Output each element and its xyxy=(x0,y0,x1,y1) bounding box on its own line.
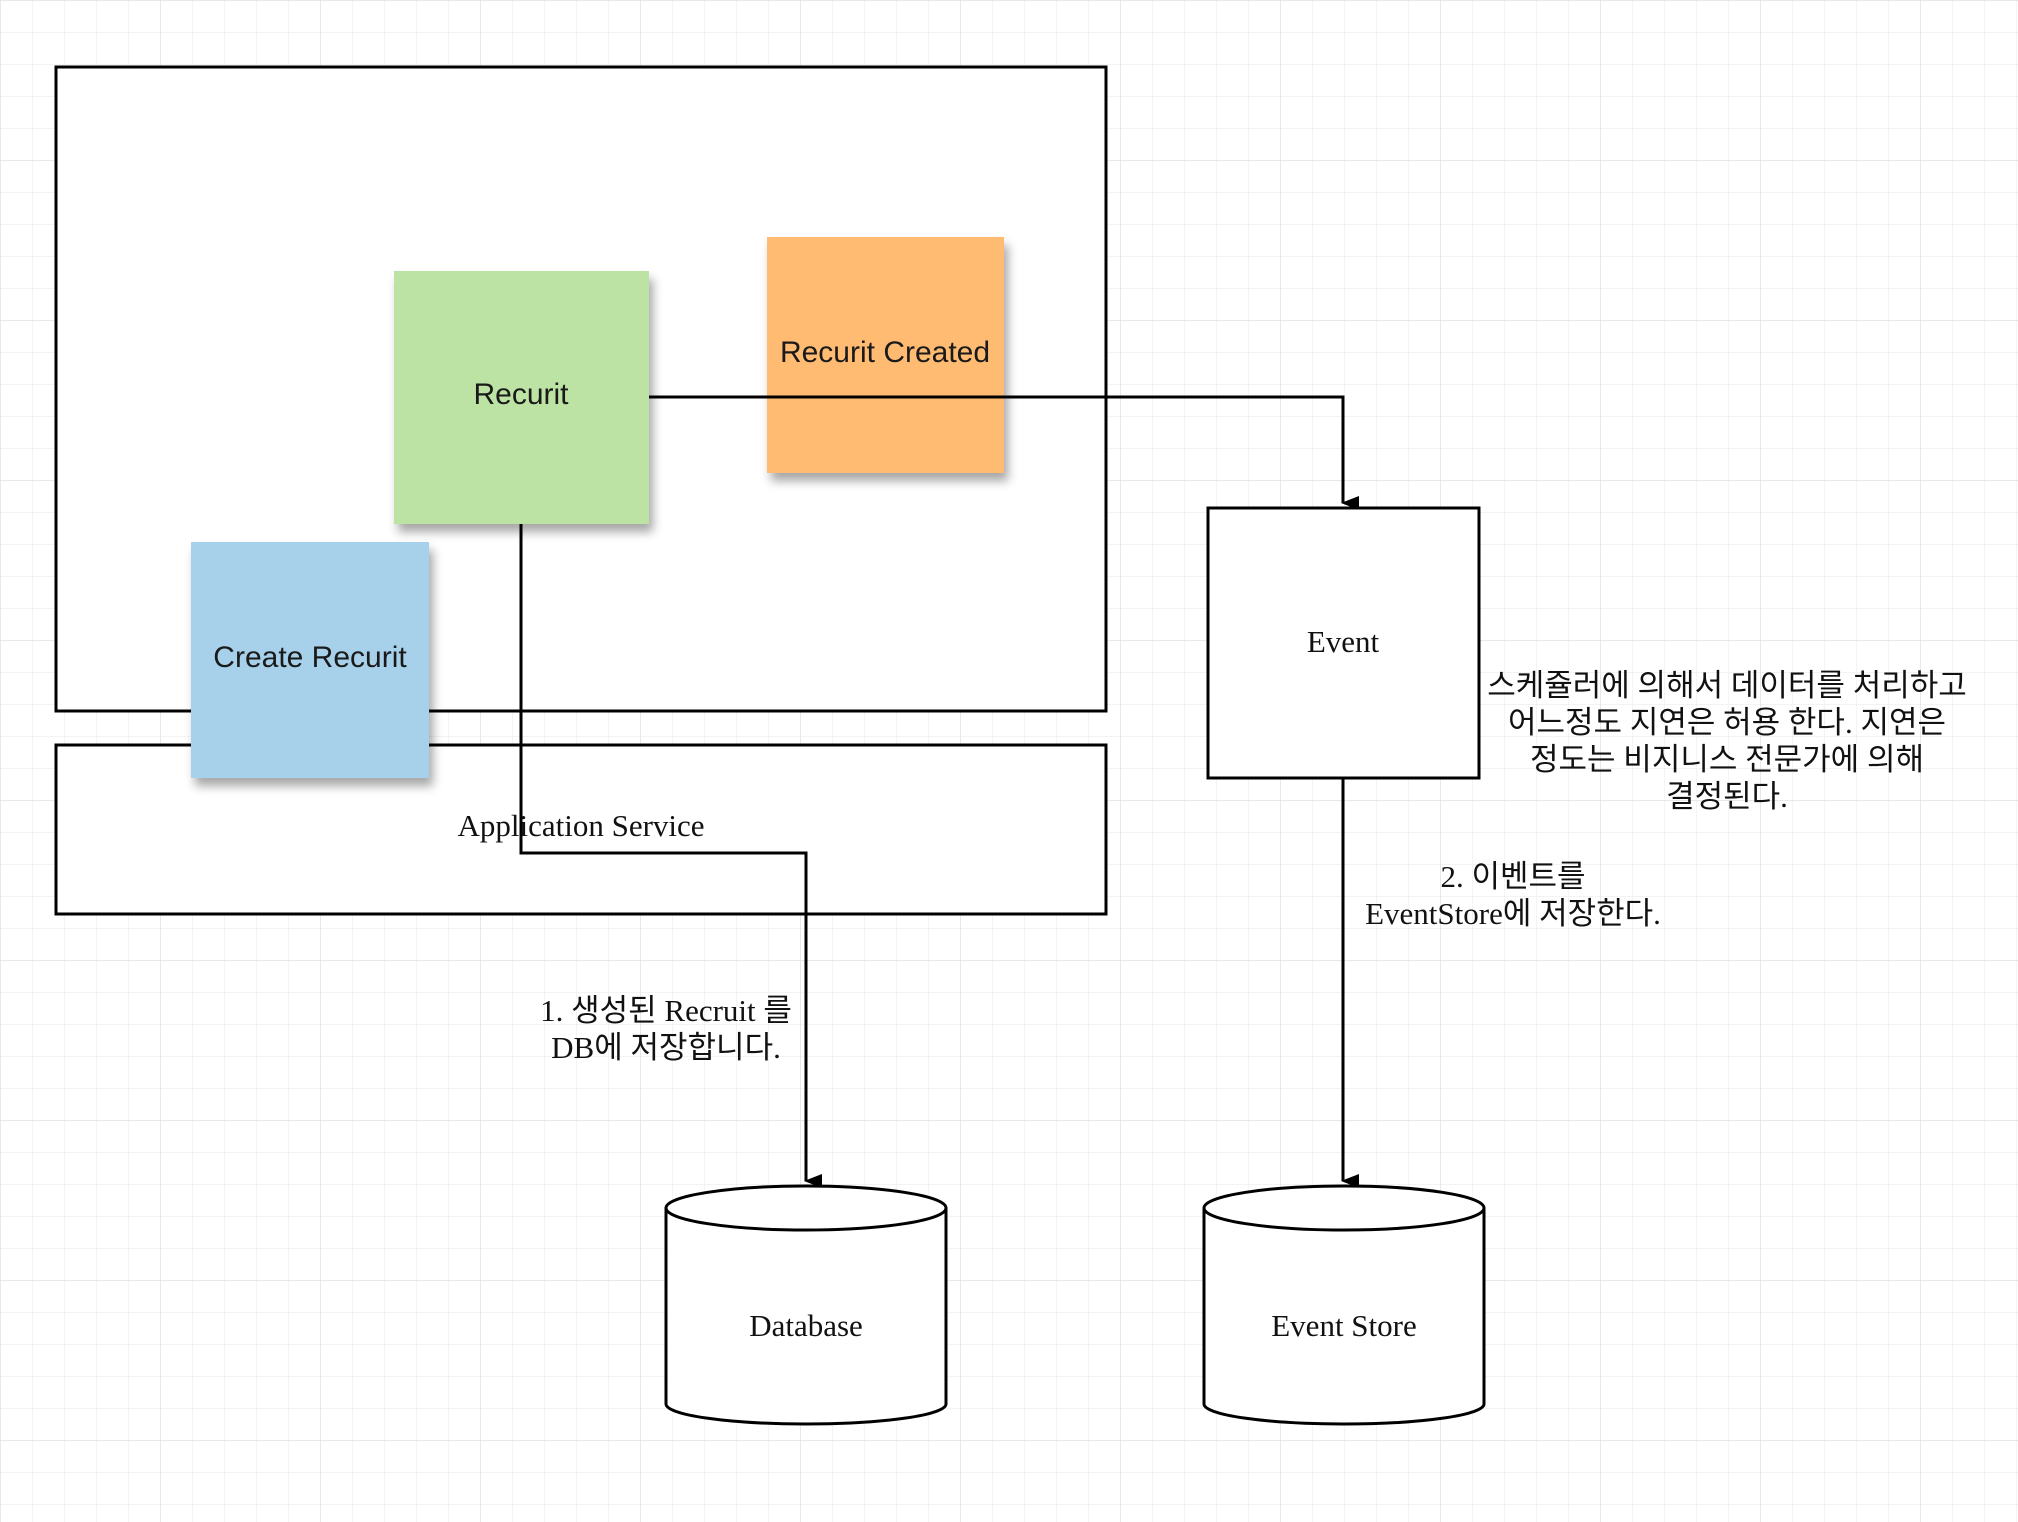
note-save-recruit-line-1: 1. 생성된 Recruit 를 xyxy=(540,993,792,1028)
application-service-box[interactable]: Application Service xyxy=(54,743,1108,916)
note-scheduler-line-4: 결정된다. xyxy=(1666,779,1788,814)
application-service-label: Application Service xyxy=(457,808,704,843)
note-save-recruit-line-2: DB에 저장합니다. xyxy=(551,1030,781,1065)
note-scheduler-line-1: 스케쥴러에 의해서 데이터를 처리하고 xyxy=(1487,668,1967,703)
sticky-recruit-created[interactable]: Recurit Created xyxy=(767,237,1004,473)
connector-recruit-to-database[interactable] xyxy=(519,524,822,1188)
sticky-create-recruit[interactable]: Create Recurit xyxy=(191,542,429,778)
database-cylinder[interactable]: Database xyxy=(664,1184,948,1426)
sticky-recruit-label: Recurit xyxy=(473,378,569,411)
event-store-cylinder[interactable]: Event Store xyxy=(1202,1184,1486,1426)
sticky-recruit[interactable]: Recurit xyxy=(394,271,649,524)
note-save-recruit: 1. 생성된 Recruit 를 DB에 저장합니다. xyxy=(540,993,792,1065)
note-save-event: 2. 이벤트를 EventStore에 저장한다. xyxy=(1365,859,1661,931)
database-label: Database xyxy=(749,1308,863,1343)
note-scheduler-line-3: 정도는 비지니스 전문가에 의해 xyxy=(1530,742,1924,777)
sticky-create-recruit-label: Create Recurit xyxy=(213,641,407,674)
connector-recruit-to-event[interactable] xyxy=(649,395,1359,510)
event-label: Event xyxy=(1307,624,1380,659)
event-store-label: Event Store xyxy=(1271,1308,1417,1343)
event-box[interactable]: Event xyxy=(1206,506,1481,780)
sticky-recruit-created-label: Recurit Created xyxy=(780,336,990,369)
note-scheduler: 스케쥴러에 의해서 데이터를 처리하고 어느정도 지연은 허용 한다. 지연은 … xyxy=(1487,668,1967,814)
note-scheduler-line-2: 어느정도 지연은 허용 한다. 지연은 xyxy=(1508,705,1946,740)
note-save-event-line-2: EventStore에 저장한다. xyxy=(1365,896,1661,931)
note-save-event-line-1: 2. 이벤트를 xyxy=(1440,859,1585,894)
